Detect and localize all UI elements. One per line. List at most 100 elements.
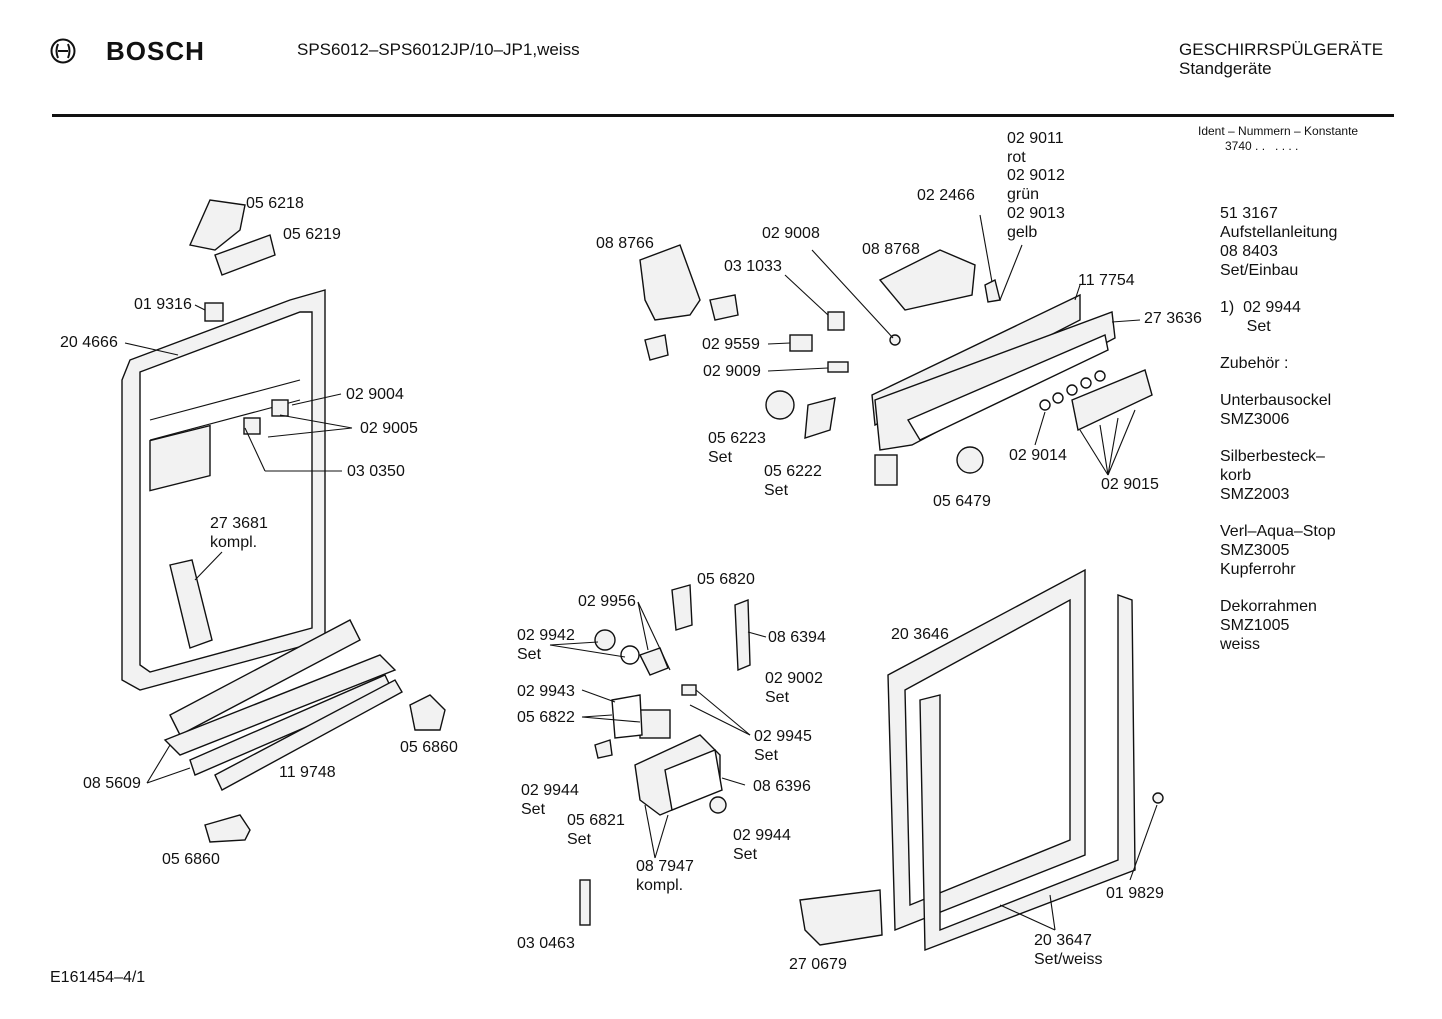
- sidebar-line: 1) 02 9944: [1220, 299, 1301, 316]
- document-id: E161454–4/1: [50, 969, 146, 986]
- part-030463: [579, 879, 591, 926]
- label-029944-a: 02 9944: [521, 782, 579, 799]
- cover-056822: [639, 709, 671, 739]
- sidebar-line: weiss: [1220, 636, 1261, 653]
- foot-056860-b: [204, 814, 251, 843]
- fuse-029009: [827, 361, 849, 373]
- label-273636: 27 3636: [1144, 310, 1202, 327]
- label-019829: 01 9829: [1106, 885, 1164, 902]
- part-056821: [594, 739, 613, 759]
- sidebar-line: 08 8403: [1220, 243, 1278, 260]
- label-056822: 05 6822: [517, 709, 575, 726]
- ident-title: Ident – Nummern – Konstante: [1198, 124, 1359, 138]
- sidebar-line: SMZ3005: [1220, 542, 1290, 559]
- part-019316: [204, 302, 224, 322]
- label-029012: 02 9012: [1007, 167, 1065, 184]
- label-019316: 01 9316: [134, 296, 192, 313]
- label-056820: 05 6820: [697, 571, 755, 588]
- foot-056860-a: [409, 694, 446, 731]
- label-056860-a: 05 6860: [400, 739, 458, 756]
- brand-name: BOSCH: [106, 36, 205, 66]
- label-029942-note: Set: [517, 646, 542, 663]
- label-088768: 08 8768: [862, 241, 920, 258]
- timer-088766: [639, 244, 739, 361]
- label-056223-note: Set: [708, 449, 733, 466]
- sidebar-line: Zubehör :: [1220, 355, 1289, 372]
- dial-056223: [765, 390, 795, 420]
- label-203646: 20 3646: [891, 626, 949, 643]
- seal-029943: [611, 694, 643, 739]
- ident-value: 3740 . . . . . .: [1225, 139, 1299, 153]
- label-029013-color: gelb: [1007, 224, 1038, 241]
- label-056821: 05 6821: [567, 812, 625, 829]
- label-029008: 02 9008: [762, 225, 820, 242]
- label-029005: 02 9005: [360, 420, 418, 437]
- label-029015: 02 9015: [1101, 476, 1159, 493]
- label-029944-b: 02 9944: [733, 827, 791, 844]
- leader-lines: [124, 214, 1158, 931]
- label-022466: 02 2466: [917, 187, 975, 204]
- sidebar-line: Set/Einbau: [1220, 262, 1299, 279]
- plate-029945: [681, 684, 697, 696]
- lamp-022466: [984, 278, 1001, 303]
- label-119748: 11 9748: [279, 764, 336, 781]
- label-203647: 20 3647: [1034, 932, 1092, 949]
- label-029014: 02 9014: [1009, 447, 1067, 464]
- screw-019829: [1152, 792, 1164, 804]
- subcategory-title: Standgeräte: [1179, 59, 1272, 78]
- part-029942: [594, 629, 616, 651]
- label-056222: 05 6222: [764, 463, 822, 480]
- bosch-logo-icon: [50, 38, 76, 64]
- sidebar-line: Kupferrohr: [1220, 561, 1296, 578]
- connector-031033: [827, 311, 845, 331]
- label-031033: 03 1033: [724, 258, 782, 275]
- springs-029014: [1039, 370, 1106, 411]
- label-056218: 05 6218: [246, 195, 304, 212]
- label-029002-note: Set: [765, 689, 790, 706]
- model-title: SPS6012–SPS6012JP/10–JP1,weiss: [297, 40, 580, 59]
- label-117754: 11 7754: [1078, 272, 1135, 289]
- label-029004: 02 9004: [346, 386, 404, 403]
- label-029945: 02 9945: [754, 728, 812, 745]
- label-029011-color: rot: [1007, 149, 1026, 166]
- label-029956: 02 9956: [578, 593, 636, 610]
- category-title: GESCHIRRSPÜLGERÄTE: [1179, 40, 1384, 59]
- label-056860-b: 05 6860: [162, 851, 220, 868]
- label-030350: 03 0350: [347, 463, 405, 480]
- label-029944-b-note: Set: [733, 846, 758, 863]
- ring-029942: [620, 645, 640, 665]
- sidebar-line: Set: [1220, 318, 1271, 335]
- label-029009: 02 9009: [703, 363, 761, 380]
- label-029011: 02 9011: [1007, 130, 1064, 147]
- sidebar-notes: 51 3167 Aufstellanleitung 08 8403 Set/Ei…: [1220, 204, 1430, 672]
- label-056479: 05 6479: [933, 493, 991, 510]
- label-029942: 02 9942: [517, 627, 575, 644]
- sidebar-line: Aufstellanleitung: [1220, 224, 1338, 241]
- label-204666: 20 4666: [60, 334, 118, 351]
- part-029944-b: [709, 796, 727, 814]
- sidebar-line: SMZ2003: [1220, 486, 1290, 503]
- outer-door-203646: [887, 568, 1086, 932]
- sidebar-line: Unterbausockel: [1220, 392, 1332, 409]
- bracket-056222: [804, 397, 836, 439]
- label-056821-note: Set: [567, 831, 592, 848]
- kick-plate-085609: [163, 619, 403, 791]
- switch-block-088768: [878, 249, 976, 311]
- label-273681: 27 3681: [210, 515, 268, 532]
- inner-door-panel: [121, 289, 326, 691]
- door-lock-087947: [634, 734, 723, 816]
- hinge-parts-029004: [243, 399, 289, 435]
- sidebar-line: SMZ1005: [1220, 617, 1290, 634]
- label-029944-a-note: Set: [521, 801, 546, 818]
- label-029943: 02 9943: [517, 683, 575, 700]
- label-203647-note: Set/weiss: [1034, 951, 1103, 968]
- control-panel-117754: [871, 293, 1116, 486]
- label-029012-color: grün: [1007, 186, 1040, 203]
- label-087947-note: kompl.: [636, 877, 684, 894]
- sidebar-line: SMZ3006: [1220, 411, 1290, 428]
- label-086394: 08 6394: [768, 629, 826, 646]
- label-029002: 02 9002: [765, 670, 823, 687]
- label-088766: 08 8766: [596, 235, 654, 252]
- top-clips-056218: [189, 199, 276, 276]
